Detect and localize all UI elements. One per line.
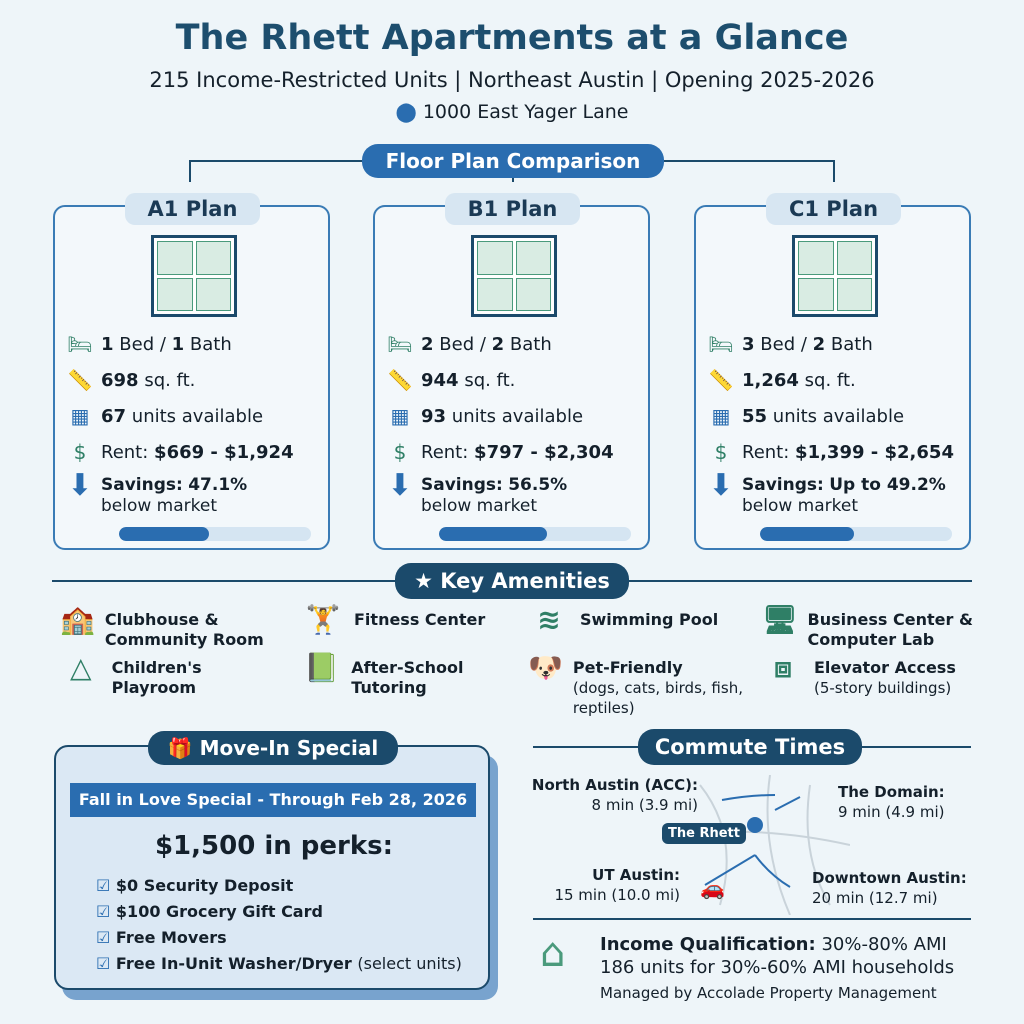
address-text: 1000 East Yager Lane (422, 101, 629, 123)
units: ▦93 units available (387, 404, 583, 428)
bed-icon: 🛏 (708, 332, 734, 356)
building-icon: ▦ (711, 404, 731, 428)
bed-bath: 🛏1 Bed / 1 Bath (67, 332, 232, 356)
sqft: 📏944 sq. ft. (387, 368, 516, 392)
amenity-item: ⧈ Elevator Access(5-story buildings) (762, 651, 992, 698)
special-heading: 🎁 Move-In Special (148, 731, 398, 765)
bed-bath: 🛏2 Bed / 2 Bath (387, 332, 552, 356)
book-icon: 📗 (304, 651, 340, 684)
check-icon: ☑ (96, 876, 111, 895)
dollar-icon: $ (393, 440, 407, 464)
amenity-item: ≋ Swimming Pool (528, 603, 758, 636)
plan-name: B1 Plan (445, 193, 580, 225)
ruler-icon: 📏 (387, 368, 413, 392)
down-arrow-icon: ⬇ (387, 468, 413, 503)
floor-plan-heading: Floor Plan Comparison (362, 144, 664, 178)
rent: $Rent: $669 - $1,924 (67, 440, 294, 464)
check-icon: ☑ (96, 954, 111, 973)
clubhouse-icon: 🏫 (60, 603, 95, 636)
ruler-icon: 📏 (67, 368, 93, 392)
amenity-item: 📗 After-School Tutoring (302, 651, 532, 698)
address: ⬤ 1000 East Yager Lane (0, 101, 1024, 123)
check-icon: ☑ (96, 928, 111, 947)
down-arrow-icon: ⬇ (708, 468, 734, 503)
commute-ut: UT Austin:15 min (10.0 mi) (554, 866, 680, 904)
commute-downtown: Downtown Austin:20 min (12.7 mi) (812, 869, 967, 907)
arrow-right (833, 160, 835, 182)
amenity-item: 🐶 Pet-Friendly(dogs, cats, birds, fish, … (528, 651, 743, 718)
subtitle: 215 Income-Restricted Units | Northeast … (149, 68, 875, 92)
dollar-icon: $ (73, 440, 87, 464)
ruler-icon: 📏 (708, 368, 734, 392)
perk-item: ☑ $0 Security Deposit (96, 876, 294, 895)
units: ▦67 units available (67, 404, 263, 428)
rent: $Rent: $797 - $2,304 (387, 440, 614, 464)
amenity-item: △ Children's Playroom (60, 651, 290, 698)
car-icon: 🚗 (700, 876, 725, 900)
dollar-icon: $ (714, 440, 728, 464)
rent: $Rent: $1,399 - $2,654 (708, 440, 954, 464)
savings: ⬇Savings: Up to 49.2%below market (708, 468, 946, 517)
the-rhett-pin-icon (747, 817, 763, 833)
special-headline: $1,500 in perks: (154, 831, 394, 861)
floor-plan-diagram (792, 235, 878, 317)
amenities-heading: ★ Key Amenities (395, 563, 629, 599)
floor-plan-diagram (151, 235, 237, 317)
bed-bath: 🛏3 Bed / 2 Bath (708, 332, 873, 356)
plan-name: C1 Plan (766, 193, 901, 225)
page-title: The Rhett Apartments at a Glance (175, 18, 849, 58)
amenity-item: 🏫 Clubhouse & Community Room (60, 603, 264, 650)
house-hand-icon: ⌂ (540, 930, 566, 976)
income-label: Income Qualification: (600, 934, 816, 955)
perk-item: ☑ Free In-Unit Washer/Dryer (select unit… (96, 954, 462, 973)
bed-icon: 🛏 (67, 332, 93, 356)
income-range: 30%-80% AMI (821, 934, 947, 955)
arrow-left (189, 160, 191, 182)
move-in-special-box: 🎁 Move-In Special Fall in Love Special -… (54, 731, 490, 990)
commute-heading: Commute Times (638, 729, 862, 765)
amenities-heading-text: Key Amenities (440, 569, 610, 593)
income-detail: 186 units for 30%-60% AMI households (600, 957, 955, 978)
commute-domain: The Domain:9 min (4.9 mi) (838, 783, 945, 821)
special-heading-text: Move-In Special (199, 736, 379, 760)
divider (533, 918, 971, 920)
savings-progress-bar (760, 527, 952, 541)
floor-plan-card: A1 Plan 🛏1 Bed / 1 Bath 📏698 sq. ft. ▦67… (53, 193, 330, 550)
plan-name: A1 Plan (125, 193, 260, 225)
commute-north: North Austin (ACC):8 min (3.9 mi) (531, 776, 698, 814)
computer-icon: 🖥 (762, 603, 798, 636)
pet-icon: 🐶 (528, 651, 563, 684)
savings: ⬇Savings: 56.5%below market (387, 468, 568, 517)
treadmill-icon: 🏋 (305, 603, 341, 636)
amenity-item: 🏋 Fitness Center (302, 603, 532, 636)
down-arrow-icon: ⬇ (67, 468, 93, 503)
toys-icon: △ (70, 651, 92, 684)
location-pin-icon: ⬤ (395, 101, 423, 123)
elevator-icon: ⧈ (774, 651, 792, 684)
pool-icon: ≋ (537, 603, 561, 636)
savings-progress-bar (439, 527, 631, 541)
origin-label: The Rhett (662, 823, 746, 844)
perk-item: ☑ $100 Grocery Gift Card (96, 902, 323, 921)
amenity-item: 🖥 Business Center & Computer Lab (762, 603, 973, 650)
floor-plan-diagram (471, 235, 557, 317)
sqft: 📏698 sq. ft. (67, 368, 196, 392)
sqft: 📏1,264 sq. ft. (708, 368, 856, 392)
savings-progress-bar (119, 527, 311, 541)
building-icon: ▦ (70, 404, 90, 428)
savings: ⬇Savings: 47.1%below market (67, 468, 248, 517)
income-block: Income Qualification: 30%-80% AMI 186 un… (600, 933, 954, 1005)
manager: Managed by Accolade Property Management (600, 984, 937, 1002)
units: ▦55 units available (708, 404, 904, 428)
check-icon: ☑ (96, 902, 111, 921)
floor-plan-card: B1 Plan 🛏2 Bed / 2 Bath 📏944 sq. ft. ▦93… (373, 193, 650, 550)
special-banner: Fall in Love Special - Through Feb 28, 2… (70, 783, 476, 817)
bed-icon: 🛏 (387, 332, 413, 356)
building-icon: ▦ (390, 404, 410, 428)
perk-item: ☑ Free Movers (96, 928, 227, 947)
floor-plan-card: C1 Plan 🛏3 Bed / 2 Bath 📏1,264 sq. ft. ▦… (694, 193, 971, 550)
